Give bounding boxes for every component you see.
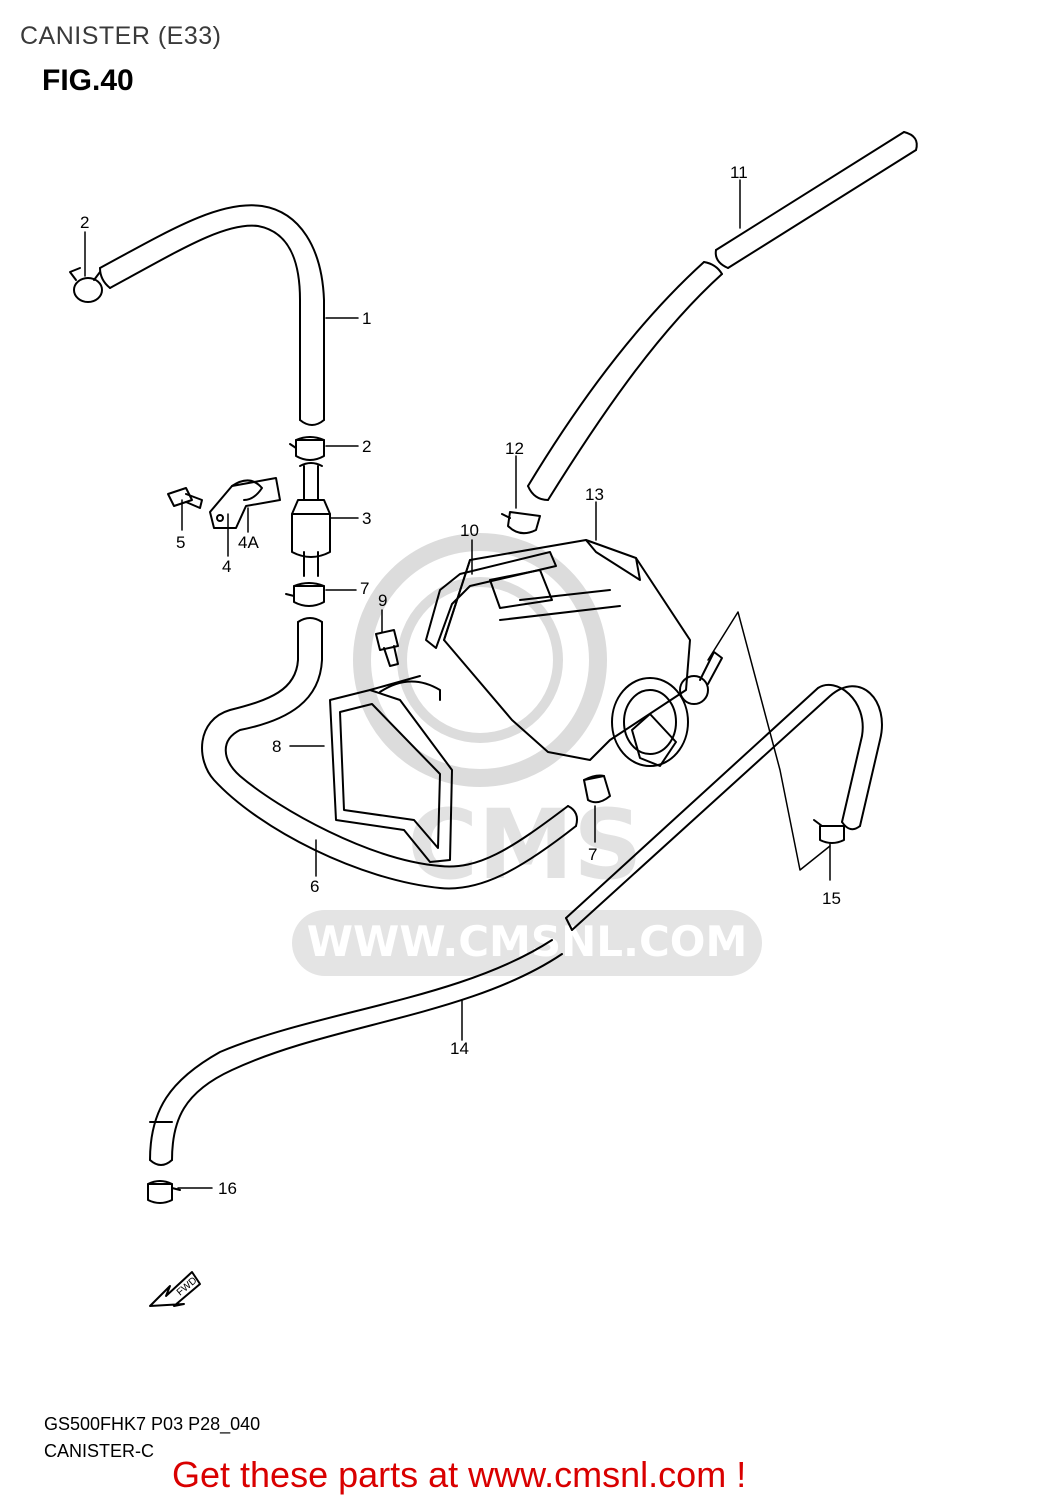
clamp-part-15	[813, 819, 845, 844]
part-label-6[interactable]: 6	[310, 877, 319, 896]
bolt-part-9	[375, 629, 399, 667]
part-label-4a[interactable]: 4A	[238, 533, 259, 552]
bolt-part-5	[167, 487, 203, 509]
figure-number: FIG.40	[42, 64, 134, 97]
watermark-banner	[292, 910, 762, 976]
part-label-9[interactable]: 9	[378, 591, 387, 610]
part-label-14[interactable]: 14	[450, 1039, 469, 1058]
part-label-16[interactable]: 16	[218, 1179, 237, 1198]
clamp-part-16	[147, 1180, 181, 1204]
part-label-7[interactable]: 7	[360, 579, 369, 598]
watermark-logo-ring	[353, 533, 607, 787]
hose-part-6	[201, 617, 578, 890]
cushion-part-10	[425, 551, 557, 649]
clamp-part-2-b	[289, 436, 325, 461]
part-label-13[interactable]: 13	[585, 485, 604, 504]
clamp-part-12	[501, 511, 541, 535]
hose-part-14	[149, 683, 883, 1166]
diagram-subcode: CANISTER-C	[44, 1441, 155, 1461]
cmsnl-watermark	[353, 533, 607, 787]
part-label-7[interactable]: 7	[588, 845, 597, 864]
clamp-part-2-a	[69, 267, 103, 303]
part-label-15[interactable]: 15	[822, 889, 841, 908]
part-label-10[interactable]: 10	[460, 521, 479, 540]
hose-part-11	[527, 131, 918, 501]
watermark-logo-inner	[397, 577, 563, 743]
clamp-part-7-a	[285, 582, 325, 607]
promo-link[interactable]: Get these parts at www.cmsnl.com !	[172, 1454, 747, 1495]
watermark-url: WWW.CMSNL.COM	[307, 917, 748, 966]
part-label-11[interactable]: 11	[730, 163, 748, 182]
bracket-part-4	[209, 477, 281, 529]
diagram-title: CANISTER (E33)	[20, 22, 222, 50]
fwd-arrow	[149, 1271, 201, 1307]
part-label-5[interactable]: 5	[176, 533, 185, 552]
hose-part-1	[99, 204, 325, 426]
part-label-8[interactable]: 8	[272, 737, 281, 756]
part-label-1[interactable]: 1	[362, 309, 371, 328]
part-label-4[interactable]: 4	[222, 557, 231, 576]
clamp-part-7-b	[583, 774, 611, 804]
diagram-code: GS500FHK7 P03 P28_040	[44, 1414, 261, 1434]
part-label-2[interactable]: 2	[362, 437, 371, 456]
watermark-logo-text: CMS	[407, 789, 642, 901]
part-label-2[interactable]: 2	[80, 213, 89, 232]
canister-bracket-part-8	[329, 675, 453, 863]
part-label-12[interactable]: 12	[505, 439, 524, 458]
fuel-filter-part-3	[291, 462, 331, 577]
leader-lines	[84, 179, 831, 1189]
part-label-3[interactable]: 3	[362, 509, 371, 528]
